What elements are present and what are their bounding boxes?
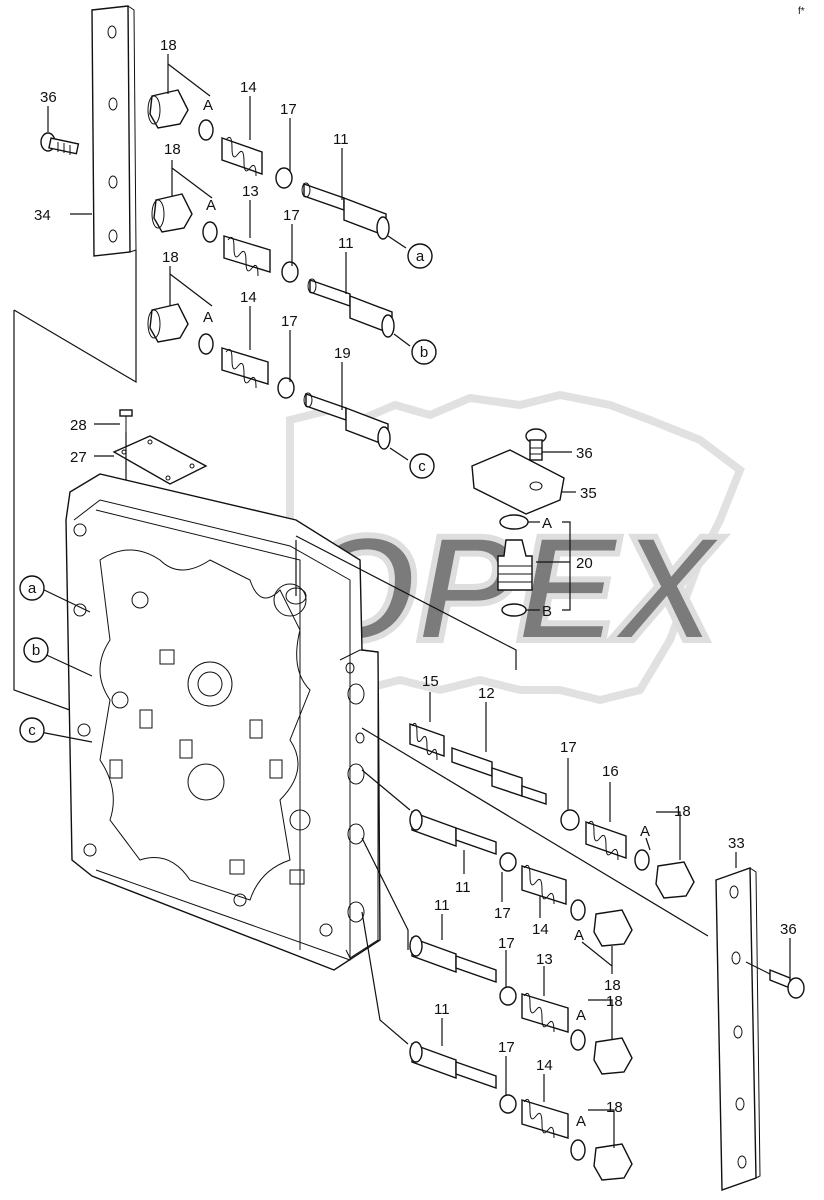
callout-18-l1: 18 xyxy=(604,977,621,994)
callout-17-r3: 17 xyxy=(281,313,298,330)
callout-18-sp: 18 xyxy=(674,803,691,820)
lower-row1 xyxy=(409,809,633,947)
callout-28: 28 xyxy=(70,417,87,434)
callout-36-right: 36 xyxy=(780,921,797,938)
callout-15: 15 xyxy=(422,673,439,690)
callout-12: 12 xyxy=(478,685,495,702)
callout-A-r3: A xyxy=(203,309,213,326)
marker-a-lower-text: a xyxy=(28,580,37,597)
plate-33 xyxy=(715,867,761,1191)
bolt-36-top xyxy=(525,428,547,461)
callout-14-l3: 14 xyxy=(536,1057,553,1074)
callout-A-r2: A xyxy=(206,197,216,214)
callout-18-r2: 18 xyxy=(164,141,181,158)
callout-17-l3: 17 xyxy=(498,1039,515,1056)
marker-a-upper-text: a xyxy=(416,248,425,265)
marker-a-lower: a xyxy=(19,575,45,601)
cap-35 xyxy=(471,449,565,515)
bolt-36-right xyxy=(769,968,805,999)
spool-12-row xyxy=(409,722,695,899)
callout-36-top: 36 xyxy=(576,445,593,462)
callout-18-l3: 18 xyxy=(606,1099,623,1116)
callout-34: 34 xyxy=(34,207,51,224)
callout-B: B xyxy=(542,603,552,620)
marker-c-upper-text: c xyxy=(418,458,426,475)
callout-16: 16 xyxy=(602,763,619,780)
callout-17-r1: 17 xyxy=(280,101,297,118)
callout-A-l3: A xyxy=(576,1113,586,1130)
callouts: 36 34 18 A 14 17 11 18 A 13 17 11 18 A 1… xyxy=(34,37,797,1130)
marker-c-lower-text: c xyxy=(28,722,36,739)
marker-b-upper: b xyxy=(411,339,437,365)
callout-11-l2: 11 xyxy=(434,897,450,914)
callout-35: 35 xyxy=(580,485,597,502)
row3-parts xyxy=(147,303,391,450)
row2-parts xyxy=(151,193,395,338)
marker-a-upper: a xyxy=(407,243,433,269)
callout-33: 33 xyxy=(728,835,745,852)
callout-A-r1: A xyxy=(203,97,213,114)
callout-14-l1: 14 xyxy=(532,921,549,938)
bolt-36-left xyxy=(40,132,80,155)
callout-A-20: A xyxy=(542,515,552,532)
cover-27 xyxy=(112,409,208,485)
callout-18-l2: 18 xyxy=(606,993,623,1010)
corner-mark: f* xyxy=(798,6,805,17)
callout-17-l1: 17 xyxy=(494,905,511,922)
callout-13-r1: 13 xyxy=(242,183,259,200)
callout-11-r1: 11 xyxy=(333,131,349,148)
valve-body xyxy=(65,473,381,971)
row1-parts xyxy=(147,89,390,240)
marker-b-lower: b xyxy=(23,637,49,663)
callout-13-l2: 13 xyxy=(536,951,553,968)
callout-36-left: 36 xyxy=(40,89,57,106)
marker-c-lower: c xyxy=(19,717,45,743)
lower-row3 xyxy=(409,1041,633,1181)
callout-17-l2: 17 xyxy=(498,935,515,952)
marker-c-upper: c xyxy=(409,453,435,479)
callout-27: 27 xyxy=(70,449,87,466)
callout-18-r3: 18 xyxy=(162,249,179,266)
lower-row2 xyxy=(409,935,633,1075)
callout-11-r2: 11 xyxy=(338,235,354,252)
marker-b-upper-text: b xyxy=(420,344,428,361)
callout-A-l1: A xyxy=(574,927,584,944)
callout-14-r1: 14 xyxy=(240,79,257,96)
callout-19: 19 xyxy=(334,345,351,362)
callout-20: 20 xyxy=(576,555,593,572)
plate-34 xyxy=(91,5,137,257)
callout-A-l2: A xyxy=(576,1007,586,1024)
callout-11-l3: 11 xyxy=(434,1001,450,1018)
callout-11-l1: 11 xyxy=(455,879,471,896)
marker-b-lower-text: b xyxy=(32,642,40,659)
callout-17-sp: 17 xyxy=(560,739,577,756)
callout-18-r1: 18 xyxy=(160,37,177,54)
callout-14-r2: 14 xyxy=(240,289,257,306)
callout-17-r2: 17 xyxy=(283,207,300,224)
callout-A-sp: A xyxy=(640,823,650,840)
